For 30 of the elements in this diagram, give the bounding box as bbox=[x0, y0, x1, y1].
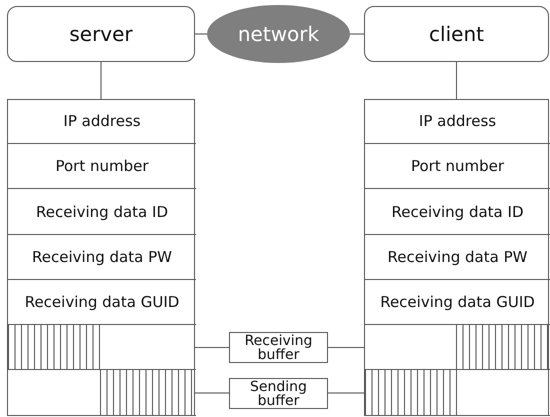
connector-line bbox=[328, 347, 364, 348]
rounded-box bbox=[364, 6, 549, 62]
connector-line bbox=[456, 62, 457, 100]
node-label: Receiving data GUID bbox=[380, 293, 535, 311]
node-label: Receiving data PW bbox=[388, 248, 528, 266]
node-label: Port number bbox=[55, 157, 149, 175]
node-label: Receiving data GUID bbox=[24, 293, 180, 311]
connector-line bbox=[100, 62, 102, 100]
node-label: server bbox=[69, 22, 133, 46]
connector-line bbox=[194, 392, 230, 394]
buffer-row bbox=[365, 370, 550, 416]
node-label: Sending buffer bbox=[249, 380, 308, 408]
node-label: Receiving buffer bbox=[244, 334, 314, 362]
node-label: client bbox=[429, 22, 484, 46]
rounded-box bbox=[7, 6, 195, 62]
process-box bbox=[229, 332, 328, 363]
process-box bbox=[229, 378, 328, 409]
table-column bbox=[7, 99, 195, 416]
node-label: Receiving data PW bbox=[32, 248, 172, 266]
node-label: IP address bbox=[418, 112, 496, 130]
connector-line bbox=[328, 392, 364, 394]
buffer-row bbox=[8, 325, 196, 370]
node-label: network bbox=[238, 22, 320, 46]
connector-line bbox=[194, 347, 230, 348]
node-label: Receiving data ID bbox=[36, 202, 168, 220]
table-column bbox=[364, 99, 549, 416]
node-label: Port number bbox=[410, 157, 504, 175]
node-label: IP address bbox=[63, 112, 141, 130]
buffer-row bbox=[365, 325, 550, 370]
node-label: Receiving data ID bbox=[392, 202, 524, 220]
